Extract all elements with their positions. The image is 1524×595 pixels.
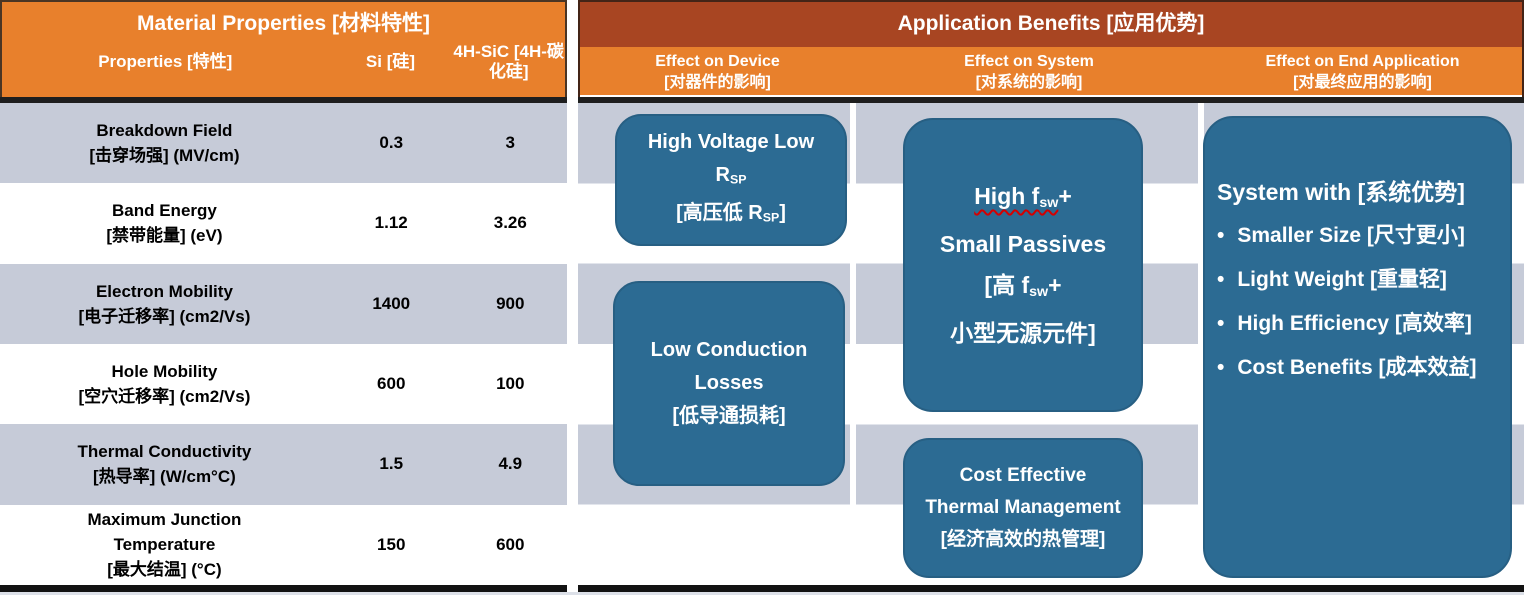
- bullet-item-high-efficiency: High Efficiency [高效率]: [1217, 302, 1498, 346]
- benefit-box-cost-effective-thermal: Cost Effective Thermal Management [经济高效的…: [903, 438, 1143, 578]
- subscript: SP: [729, 172, 747, 187]
- row-label-cn: [空穴迁移率] (cm2/Vs): [78, 387, 251, 407]
- column-header-en: Effect on System: [964, 53, 1094, 70]
- application-benefits-column-headers: Effect on Device [对器件的影响] Effect on Syst…: [580, 47, 1522, 95]
- table-row-thermal-conductivity: Thermal Conductivity [热导率] (W/cm°C) 1.5 4…: [0, 424, 567, 505]
- benefit-box-low-conduction-losses: Low Conduction Losses [低导通损耗]: [613, 281, 845, 486]
- si-value: 0.3: [379, 133, 404, 153]
- table-row-breakdown-field: Breakdown Field [击穿场强] (MV/cm) 0.3 3: [0, 103, 567, 184]
- sic-value: 4.9: [498, 454, 523, 474]
- row-label: Thermal Conductivity [热导率] (W/cm°C): [0, 439, 329, 489]
- column-header-effect-on-end-application: Effect on End Application [对最终应用的影响]: [1203, 47, 1522, 95]
- box-line: High fsw+: [974, 182, 1072, 211]
- si-value: 600: [377, 374, 406, 394]
- row-label-en: Electron Mobility: [95, 281, 233, 301]
- subscript: SP: [762, 210, 780, 225]
- row-label: Band Energy [禁带能量] (eV): [0, 198, 329, 248]
- sic-value: 900: [496, 293, 525, 313]
- application-benefits-title: Application Benefits [应用优势]: [580, 2, 1522, 47]
- header-divider-left: [0, 97, 567, 103]
- box-line: [低导通损耗]: [672, 405, 786, 427]
- system-benefits-title: System with [系统优势]: [1217, 179, 1465, 205]
- bottom-border-left: [0, 585, 567, 592]
- box-line: Thermal Management: [925, 497, 1121, 518]
- si-value: 1.5: [379, 454, 404, 474]
- box-line: Losses: [694, 372, 764, 394]
- column-header-en: Effect on Device: [655, 53, 780, 70]
- bottom-border-right: [578, 585, 1524, 592]
- sic-value: 600: [496, 534, 525, 554]
- row-label-cn: [最大结温] (°C): [107, 560, 222, 580]
- box-line: RSP: [715, 163, 747, 187]
- table-row-electron-mobility: Electron Mobility [电子迁移率] (cm2/Vs) 1400 9…: [0, 263, 567, 344]
- column-header-cn: [对系统的影响]: [975, 74, 1083, 91]
- row-label-cn: [电子迁移率] (cm2/Vs): [78, 306, 251, 326]
- box-line: Low Conduction: [650, 339, 808, 361]
- box-line: [高 fsw+: [984, 272, 1062, 301]
- column-header-effect-on-system: Effect on System [对系统的影响]: [855, 47, 1203, 95]
- sic-value: 3: [505, 133, 516, 153]
- column-header-cn: [对器件的影响]: [664, 74, 771, 91]
- subscript: sw: [1039, 195, 1059, 211]
- material-properties-column-headers: Properties [特性] Si [硅] 4H-SiC [4H-碳化硅]: [2, 42, 565, 82]
- column-header-effect-on-device: Effect on Device [对器件的影响]: [580, 47, 855, 95]
- box-line: [经济高效的热管理]: [940, 529, 1106, 550]
- column-header-properties: Properties [特性]: [98, 52, 233, 71]
- si-value: 1400: [372, 293, 411, 313]
- column-header-4h-sic: 4H-SiC [4H-碳化硅]: [453, 42, 564, 81]
- material-properties-header: Material Properties [材料特性] Properties [特…: [0, 0, 567, 97]
- box-line: 小型无源元件]: [950, 320, 1096, 347]
- row-label-cn: [击穿场强] (MV/cm): [89, 146, 240, 166]
- table-row-max-junction-temperature: Maximum Junction Temperature[最大结温] (°C) …: [0, 504, 567, 585]
- row-label-en: Thermal Conductivity: [77, 442, 252, 462]
- column-header-en: Effect on End Application: [1265, 53, 1460, 70]
- table-row-hole-mobility: Hole Mobility [空穴迁移率] (cm2/Vs) 600 100: [0, 343, 567, 425]
- benefit-box-high-voltage-low-rsp: High Voltage Low RSP [高压低 RSP]: [615, 114, 847, 246]
- application-benefits-panel: Application Benefits [应用优势] Effect on De…: [578, 0, 1524, 595]
- box-line: Cost Effective: [959, 465, 1087, 486]
- subscript: sw: [1029, 284, 1049, 301]
- row-label: Breakdown Field [击穿场强] (MV/cm): [0, 118, 329, 168]
- material-properties-panel: Material Properties [材料特性] Properties [特…: [0, 0, 567, 595]
- row-label-en: Maximum Junction Temperature: [87, 510, 242, 555]
- bullet-item-smaller-size: Smaller Size [尺寸更小]: [1217, 214, 1498, 258]
- row-label-en: Band Energy: [112, 201, 217, 221]
- row-label-en: Breakdown Field: [96, 121, 233, 141]
- sic-value: 3.26: [493, 213, 527, 233]
- row-label-cn: [热导率] (W/cm°C): [93, 467, 236, 487]
- header-divider-right: [578, 97, 1524, 103]
- material-properties-table: Breakdown Field [击穿场强] (MV/cm) 0.3 3 Band…: [0, 103, 567, 585]
- spellcheck-underline: High fsw: [974, 182, 1059, 211]
- bullet-item-cost-benefits: Cost Benefits [成本效益]: [1217, 346, 1498, 390]
- si-value: 1.12: [374, 213, 408, 233]
- benefit-box-high-fsw-small-passives: High fsw+ Small Passives [高 fsw+ 小型无源元件]: [903, 118, 1143, 412]
- column-header-si: Si [硅]: [365, 52, 416, 71]
- row-label-cn: [禁带能量] (eV): [106, 226, 223, 246]
- row-label: Electron Mobility [电子迁移率] (cm2/Vs): [0, 279, 329, 329]
- box-line: [高压低 RSP]: [676, 201, 786, 225]
- table-row-band-energy: Band Energy [禁带能量] (eV) 1.12 3.26: [0, 183, 567, 264]
- row-label: Maximum Junction Temperature [最大结温] (°C): [0, 507, 329, 582]
- benefit-box-system-benefits: System with [系统优势] Smaller Size [尺寸更小] L…: [1203, 116, 1512, 578]
- box-line: Small Passives: [939, 231, 1107, 257]
- row-label: Hole Mobility [空穴迁移率] (cm2/Vs): [0, 359, 329, 409]
- si-value: 150: [377, 534, 406, 554]
- column-header-cn: [对最终应用的影响]: [1293, 74, 1432, 91]
- application-benefits-header: Application Benefits [应用优势] Effect on De…: [578, 0, 1524, 97]
- row-label-en: Hole Mobility: [111, 362, 218, 382]
- material-properties-title: Material Properties [材料特性]: [137, 12, 430, 35]
- bullet-item-light-weight: Light Weight [重量轻]: [1217, 258, 1498, 302]
- box-line: High Voltage Low: [647, 130, 815, 153]
- sic-value: 100: [496, 374, 525, 394]
- bottom-strip: [0, 592, 1524, 595]
